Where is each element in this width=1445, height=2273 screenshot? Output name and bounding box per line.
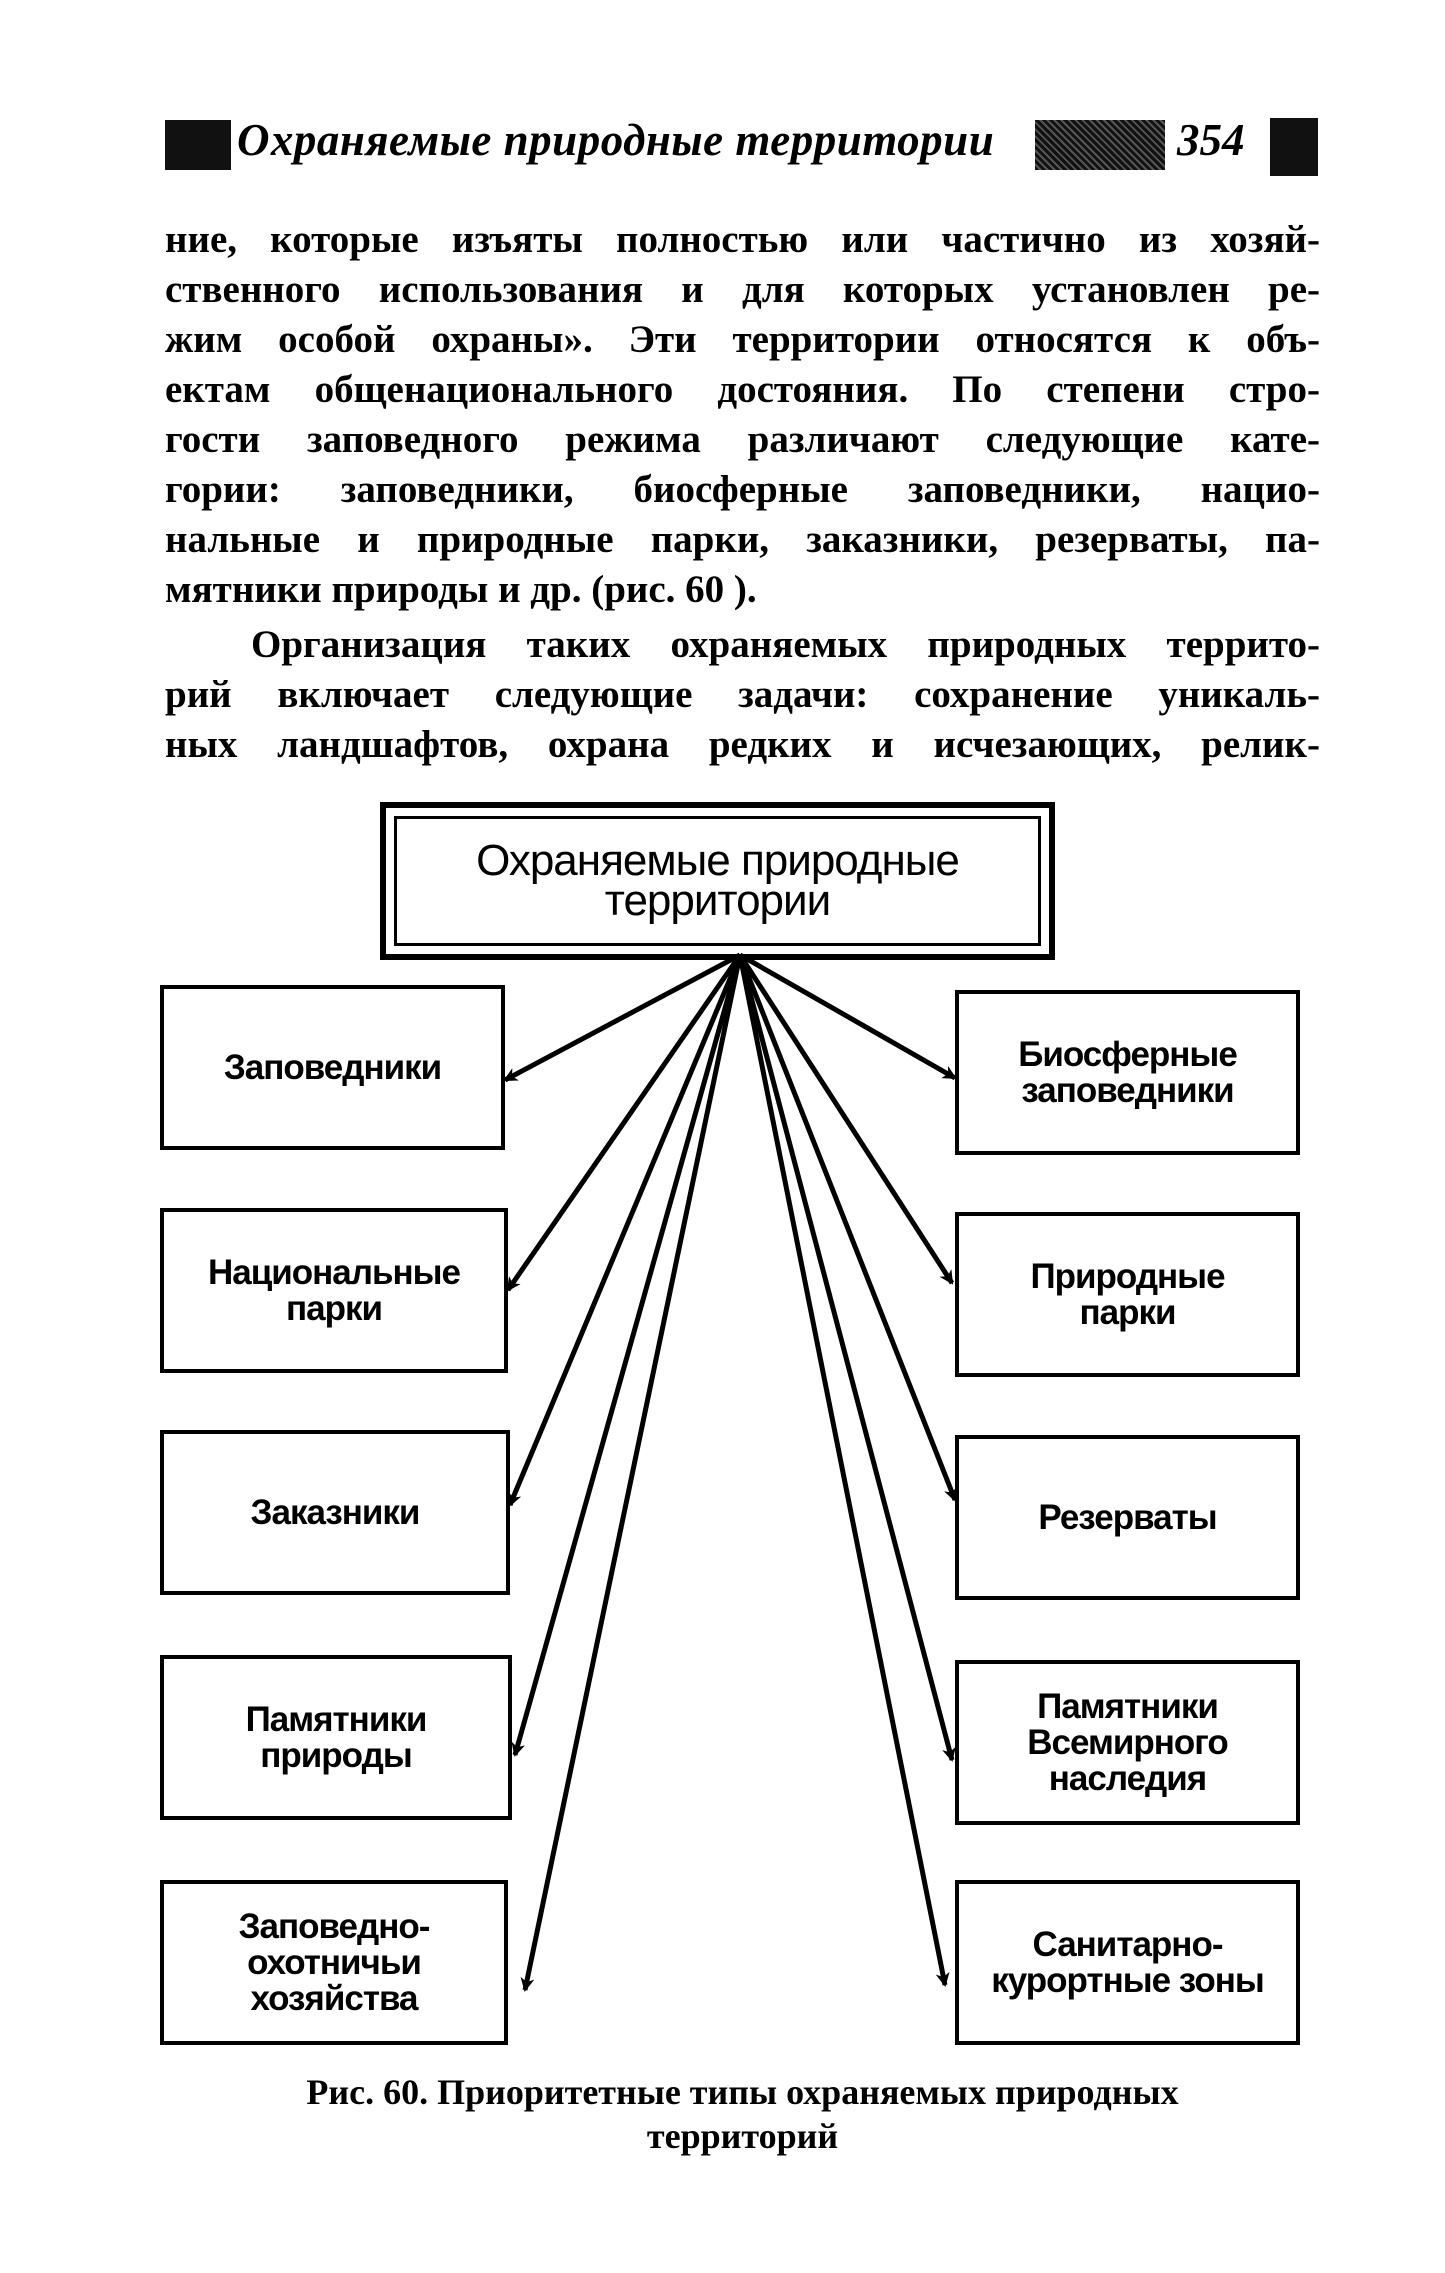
category-box-right: Биосферные заповедники: [955, 990, 1300, 1155]
root-box-inner: Охраняемые природные территории: [394, 816, 1041, 946]
paragraph-2: Организация таких охраняемых природных т…: [165, 620, 1320, 770]
root-box: Охраняемые природные территории: [380, 802, 1055, 960]
category-label: Природные парки: [1030, 1256, 1225, 1332]
text-line: ственного использования и для которых ус…: [165, 268, 1320, 311]
arrow-to-rezervaty: [737, 954, 958, 1502]
text-line: нальные и природные парки, заказники, ре…: [165, 518, 1320, 561]
text-line: мятники природы и др. (рис. 60 ).: [165, 568, 757, 611]
arrow-to-zakazniki: [507, 954, 743, 1507]
category-box-left: Заповедно- охотничьи хозяйства: [160, 1880, 508, 2045]
category-label: Санитарно- курортные зоны: [991, 1924, 1264, 2000]
category-label: Заповедно- охотничьи хозяйства: [238, 1906, 431, 2018]
category-box-right: Резерваты: [955, 1435, 1300, 1600]
header-decoration-right: [1270, 118, 1318, 176]
figure-caption: Рис. 60. Приоритетные типы охраняемых пр…: [165, 2070, 1320, 2158]
arrow-to-prirodnye-parki: [737, 953, 955, 1285]
category-label: Памятники Всемирного наследия: [1027, 1686, 1229, 1798]
category-label: Памятники природы: [245, 1699, 428, 1775]
category-box-right: Санитарно- курортные зоны: [955, 1880, 1300, 2045]
header-title: Охраняемые природные территории: [237, 115, 995, 165]
running-header: Охраняемые природные территории 354: [165, 108, 1318, 178]
category-label: Биосферные заповедники: [1018, 1034, 1238, 1110]
arrow-to-biosfernye: [738, 952, 957, 1081]
arrow-to-pamyatniki-prirody: [511, 954, 743, 1757]
caption-line-2: территорий: [646, 2116, 839, 2156]
text-line: ных ландшафтов, охрана редких и исчезающ…: [165, 723, 1320, 766]
category-label: Заказники: [250, 1492, 421, 1532]
arrow-to-sanitarno-kurortnye: [737, 954, 950, 1987]
arrow-to-zapovedno-okhotnichi: [520, 954, 743, 1992]
category-label: Резерваты: [1038, 1497, 1217, 1537]
text-line: ние, которые изъяты полностью или частич…: [165, 218, 1320, 261]
root-label: Охраняемые природные территории: [476, 836, 960, 925]
category-box-left: Заповедники: [160, 985, 505, 1150]
text-line: ектам общенационального достояния. По ст…: [165, 368, 1320, 411]
header-decoration-left: [165, 120, 231, 170]
category-box-left: Заказники: [160, 1430, 510, 1595]
text-line: Организация таких охраняемых природных т…: [251, 623, 1320, 666]
caption-line-1: Рис. 60. Приоритетные типы охраняемых пр…: [306, 2072, 1179, 2112]
category-box-left: Памятники природы: [160, 1655, 512, 1820]
arrow-to-zapovedniki: [503, 952, 742, 1083]
category-box-left: Национальные парки: [160, 1208, 508, 1373]
text-line: гории: заповедники, биосферные заповедни…: [165, 468, 1320, 511]
arrow-to-natsionalnye-parki: [505, 953, 743, 1292]
text-line: жим особой охраны». Эти территории относ…: [165, 318, 1320, 361]
paragraph-1: ние, которые изъяты полностью или частич…: [165, 215, 1320, 615]
text-line: рий включает следующие задачи: сохранени…: [165, 673, 1320, 716]
category-box-right: Природные парки: [955, 1212, 1300, 1377]
category-label: Национальные парки: [207, 1252, 461, 1328]
category-label: Заповедники: [223, 1047, 442, 1087]
page-number: 354: [1177, 115, 1245, 165]
category-box-right: Памятники Всемирного наследия: [955, 1660, 1300, 1825]
arrow-to-pamyatniki-vsemirnogo: [737, 954, 956, 1762]
text-line: гости заповедного режима различают следу…: [165, 418, 1320, 461]
header-decoration-middle: [1035, 120, 1165, 170]
